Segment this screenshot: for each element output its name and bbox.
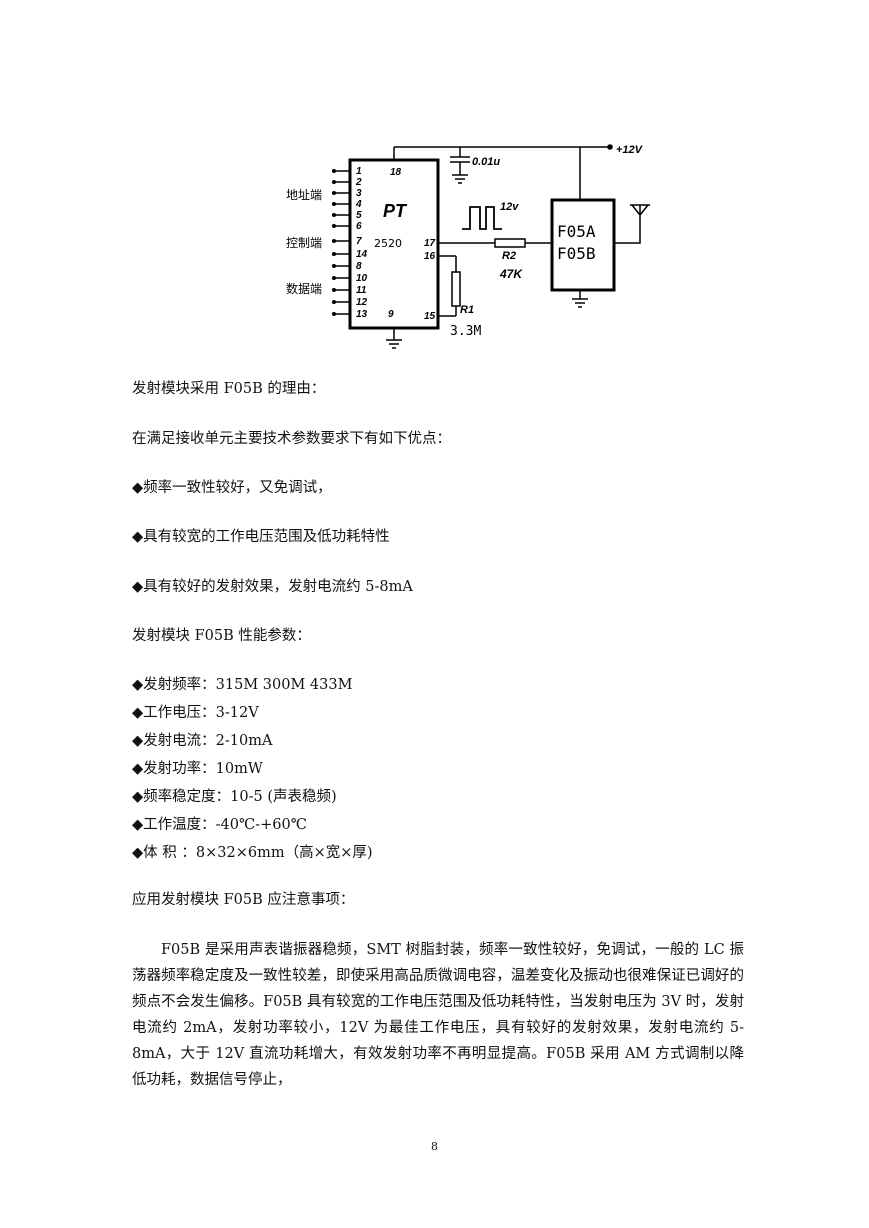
pin-9-label: 9	[388, 309, 394, 320]
reason-heading: 发射模块采用 F05B 的理由：	[132, 381, 326, 397]
advantage-item: ◆频率一致性较好，又免调试，	[132, 480, 332, 496]
pin-label: 6	[356, 221, 362, 232]
pin-label: 10	[356, 273, 368, 284]
param-item: ◆发射功率：10mW	[132, 761, 263, 777]
page-number: 8	[431, 1140, 438, 1153]
param-item: ◆频率稳定度：10-5 (声表稳频)	[132, 789, 337, 805]
param-item: ◆工作温度：-40℃-+60℃	[132, 817, 307, 833]
r2-value: 47K	[499, 267, 523, 281]
supply-label: +12V	[616, 144, 644, 156]
pin-label: 1	[356, 166, 362, 177]
capacitor-symbol	[450, 147, 470, 184]
circuit-diagram: PT 2520 1 2 3 4 5 6 7 14 8 10 11 12 13 地…	[286, 144, 650, 349]
pin-label: 2	[355, 177, 362, 188]
advantage-item: ◆具有较好的发射效果，发射电流约 5-8mA	[132, 579, 413, 595]
left-pin-dots	[332, 169, 336, 316]
capacitor-value: 0.01u	[472, 156, 500, 168]
advantages-intro: 在满足接收单元主要技术参数要求下有如下优点：	[132, 431, 451, 447]
r2-name: R2	[502, 250, 516, 262]
pin-label: 5	[356, 210, 362, 221]
param-item: ◆工作电压：3-12V	[132, 705, 259, 721]
pulse-label: 12v	[500, 201, 519, 213]
pin-label: 14	[356, 249, 368, 260]
pulse-waveform	[462, 206, 502, 230]
notes-paragraph: F05B 是采用声表谐振器稳频，SMT 树脂封装，频率一致性较好，免调试，一般的…	[132, 942, 744, 1088]
antenna-icon	[614, 204, 650, 244]
pin-label: 8	[356, 261, 362, 272]
resistor-r2	[494, 238, 526, 248]
pin-label: 12	[356, 297, 368, 308]
label-control: 控制端	[286, 236, 322, 250]
pin-17-label: 17	[424, 238, 436, 249]
params-heading: 发射模块 F05B 性能参数：	[132, 628, 311, 644]
r1-name: R1	[460, 304, 474, 316]
module-label-f05a: F05A	[557, 222, 596, 241]
param-item: ◆发射频率：315M 300M 433M	[132, 677, 353, 693]
pin-label: 4	[355, 199, 362, 210]
left-pin-stubs	[334, 170, 350, 315]
transmitter-module	[550, 198, 616, 292]
pin-16-label: 16	[424, 251, 436, 262]
pin-label: 7	[356, 236, 362, 247]
label-data: 数据端	[286, 281, 322, 296]
chip-model: 2520	[374, 237, 402, 250]
notes-heading: 应用发射模块 F05B 应注意事项：	[132, 892, 355, 908]
pin-label: 3	[356, 188, 362, 199]
param-item: ◆发射电流：2-10mA	[132, 733, 273, 749]
supply-terminal	[607, 144, 613, 150]
module-ground-symbol	[572, 290, 588, 308]
advantage-item: ◆具有较宽的工作电压范围及低功耗特性	[132, 529, 390, 545]
label-address: 地址端	[286, 188, 322, 202]
pin-label: 11	[356, 285, 367, 296]
resistor-r1	[451, 271, 461, 307]
chip-name: PT	[383, 201, 408, 221]
r1-value: 3.3M	[450, 324, 481, 339]
module-label-f05b: F05B	[557, 244, 596, 263]
pin-18-label: 18	[390, 167, 402, 178]
chip-ground-symbol	[386, 328, 402, 349]
param-item: ◆体 积 ：8×32×6mm（高×宽×厚)	[132, 845, 373, 861]
pin-15-label: 15	[424, 311, 436, 322]
pin-label: 13	[356, 309, 368, 320]
